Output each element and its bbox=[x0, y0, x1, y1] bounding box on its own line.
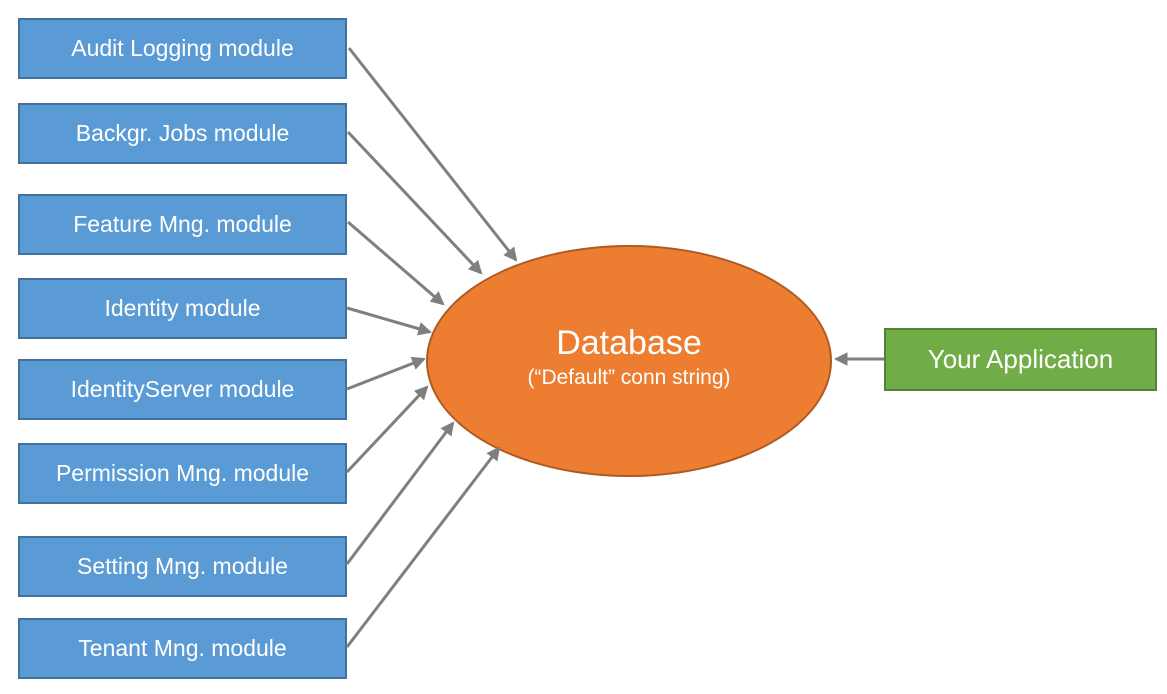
module-label-setting-management: Setting Mng. module bbox=[77, 553, 288, 579]
application-label: Your Application bbox=[927, 344, 1114, 374]
module-label-identityserver: IdentityServer module bbox=[70, 376, 295, 402]
database-subtitle: (“Default” conn string) bbox=[527, 366, 731, 390]
module-label-background-jobs: Backgr. Jobs module bbox=[75, 120, 290, 146]
module-box-feature-management: Feature Mng. module bbox=[18, 194, 347, 255]
arrow-background-jobs-to-database bbox=[346, 130, 483, 275]
module-label-tenant-management: Tenant Mng. module bbox=[78, 635, 287, 661]
module-box-identity: Identity module bbox=[18, 278, 347, 339]
module-box-audit-logging: Audit Logging module bbox=[18, 18, 347, 79]
arrow-identityserver-to-database bbox=[346, 356, 426, 391]
module-box-identityserver: IdentityServer module bbox=[18, 359, 347, 420]
module-label-audit-logging: Audit Logging module bbox=[71, 35, 294, 61]
module-label-feature-management: Feature Mng. module bbox=[73, 211, 292, 237]
module-label-identity: Identity module bbox=[104, 295, 261, 321]
module-box-permission-management: Permission Mng. module bbox=[18, 443, 347, 504]
arrow-identity-to-database bbox=[346, 306, 432, 336]
module-label-permission-management: Permission Mng. module bbox=[55, 460, 310, 486]
module-box-setting-management: Setting Mng. module bbox=[18, 536, 347, 597]
arrow-feature-management-to-database bbox=[347, 220, 445, 306]
module-box-background-jobs: Backgr. Jobs module bbox=[18, 103, 347, 164]
arrow-tenant-management-to-database bbox=[345, 446, 501, 648]
arrow-permission-management-to-database bbox=[345, 385, 429, 474]
arrow-audit-logging-to-database bbox=[347, 47, 518, 262]
database-ellipse: Database (“Default” conn string) bbox=[426, 245, 832, 477]
arrow-setting-management-to-database bbox=[345, 421, 455, 565]
application-box: Your Application bbox=[884, 328, 1157, 391]
module-box-tenant-management: Tenant Mng. module bbox=[18, 618, 347, 679]
database-title: Database bbox=[556, 323, 702, 362]
